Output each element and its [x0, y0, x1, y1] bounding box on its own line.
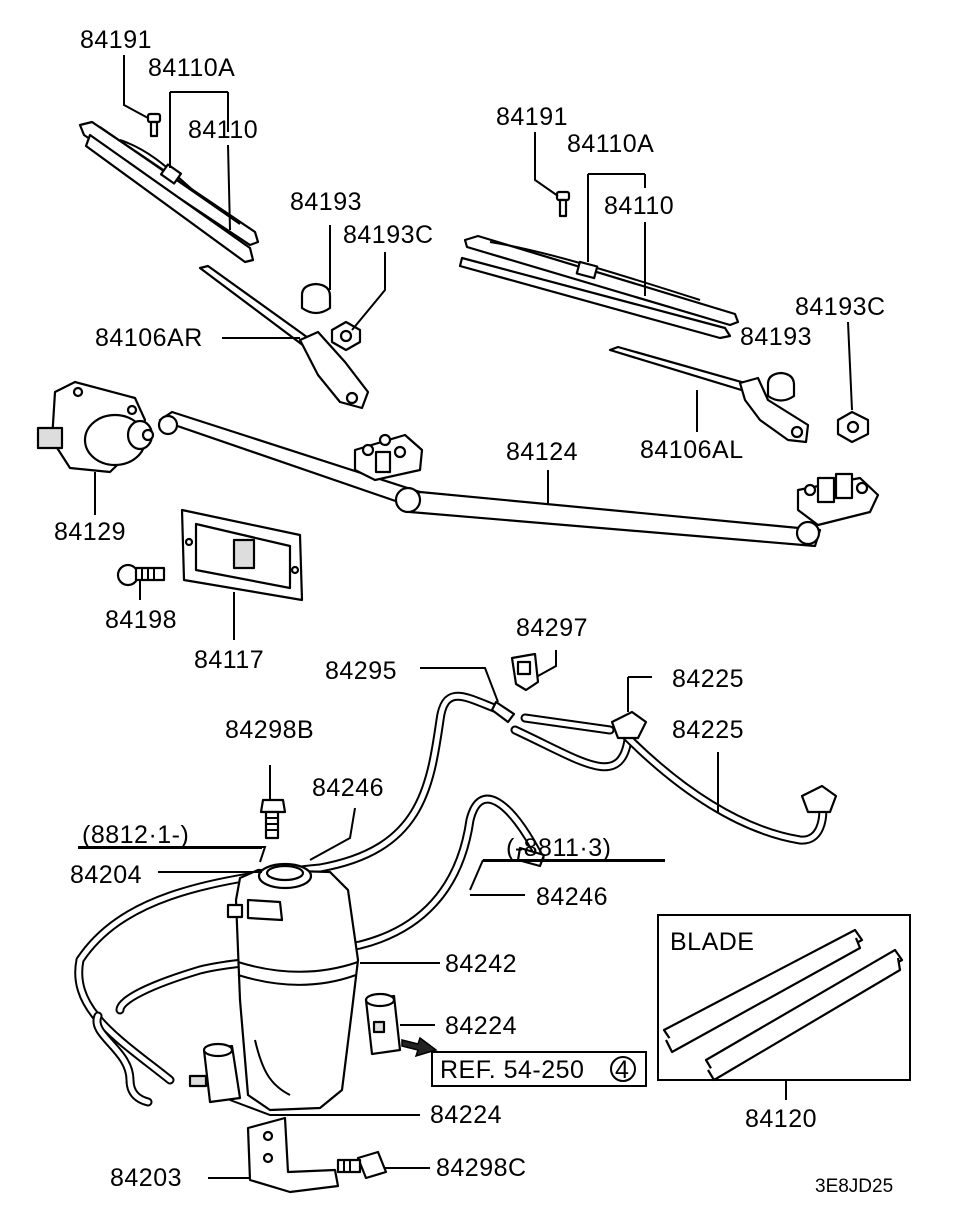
label-84193-right: 84193 [740, 323, 812, 351]
washer-nozzle-84225-right [800, 784, 838, 814]
label-84246-upper: 84246 [312, 774, 384, 802]
washer-nozzle-84225-left [610, 710, 648, 740]
label-date-8811: (-8811·3) [506, 834, 611, 862]
label-84224-upper: 84224 [445, 1012, 517, 1040]
ref-arrow-icon [401, 1036, 438, 1058]
part-labels: 84191 84110A 84110 84193 84193C 84106AR … [54, 26, 893, 1197]
label-84225-lower: 84225 [672, 716, 744, 744]
wiper-motor [36, 380, 155, 474]
label-84106al: 84106AL [640, 436, 744, 464]
right-wiper-arm [608, 345, 810, 444]
label-84193c-right: 84193C [795, 293, 886, 321]
right-arm-nut [836, 410, 870, 444]
label-84298c: 84298C [436, 1154, 527, 1182]
label-84225-upper: 84225 [672, 665, 744, 693]
right-blade-screw [555, 190, 571, 218]
blade-inset [657, 914, 911, 1082]
label-84193-left: 84193 [290, 188, 362, 216]
label-84110-right: 84110 [604, 192, 674, 220]
label-84203: 84203 [110, 1164, 182, 1192]
gasket-84117 [180, 508, 304, 602]
label-84106ar: 84106AR [95, 324, 203, 352]
label-84110a-right: 84110A [567, 130, 654, 158]
label-84129: 84129 [54, 518, 126, 546]
label-84124: 84124 [506, 438, 578, 466]
diagram-code: 3E8JD25 [815, 1176, 893, 1197]
right-wiper-blade [458, 234, 740, 340]
label-84120: 84120 [745, 1105, 817, 1133]
ref-number: 4 [615, 1056, 629, 1084]
right-arm-cap [766, 371, 796, 402]
label-84110a-left: 84110A [148, 54, 235, 82]
date-underlines [78, 847, 665, 862]
label-84297: 84297 [516, 614, 588, 642]
bolt-84298c [336, 1150, 388, 1180]
left-wiper-blade [78, 120, 260, 264]
label-84117: 84117 [194, 646, 264, 674]
bolt-84298b [259, 798, 287, 840]
washer-pump-lower [188, 1042, 242, 1104]
label-84198: 84198 [105, 606, 177, 634]
washer-tank [226, 862, 360, 1112]
hose-connector-84295 [490, 700, 516, 724]
ref-text: REF. 54-250 [440, 1056, 584, 1084]
washer-hoses [74, 691, 828, 1107]
label-84298b: 84298B [225, 716, 314, 744]
label-84191-right: 84191 [496, 103, 568, 131]
label-84224-lower: 84224 [430, 1101, 502, 1129]
label-84246-lower: 84246 [536, 883, 608, 911]
label-84110-left: 84110 [188, 116, 258, 144]
bracket-84203 [246, 1116, 340, 1194]
label-84193c-left: 84193C [343, 221, 434, 249]
label-84242: 84242 [445, 950, 517, 978]
left-wiper-arm [198, 264, 370, 410]
label-date-8812: (8812·1-) [82, 821, 189, 849]
bolt-84198 [116, 563, 166, 587]
label-84204: 84204 [70, 861, 142, 889]
wiper-linkage [157, 410, 880, 548]
left-arm-cap [300, 282, 332, 315]
label-84191-left: 84191 [80, 26, 152, 54]
label-84295: 84295 [325, 657, 397, 685]
left-blade-screw [146, 112, 162, 138]
ref-box [431, 1051, 647, 1087]
hose-clip-84297 [510, 652, 540, 692]
blade-title: BLADE [670, 928, 754, 956]
washer-pump-upper [364, 992, 402, 1056]
